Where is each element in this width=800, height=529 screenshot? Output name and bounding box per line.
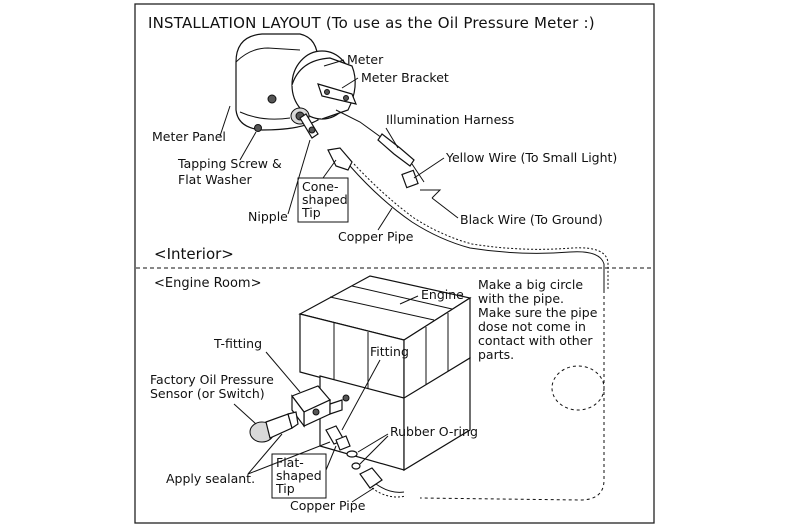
label-note-line1: Make a big circle	[478, 277, 583, 292]
label-meter-panel: Meter Panel	[152, 129, 226, 144]
label-engine: Engine	[421, 287, 464, 302]
label-nipple: Nipple	[248, 209, 288, 224]
label-cone-tip-line2: shaped	[302, 192, 348, 207]
fitting-illustration	[325, 425, 407, 498]
pipe-coil-circle	[551, 365, 605, 411]
t-fitting-illustration	[291, 385, 343, 428]
label-note-line5: contact with other	[478, 333, 593, 348]
meter-bracket-illustration	[317, 83, 357, 105]
label-meter-bracket: Meter Bracket	[361, 70, 449, 85]
label-fitting: Fitting	[370, 344, 409, 359]
section-interior: <Interior>	[154, 245, 234, 263]
diagram-title: INSTALLATION LAYOUT (To use as the Oil P…	[148, 14, 595, 32]
label-cone-tip-line1: Cone-	[302, 179, 339, 194]
oil-pressure-sensor-illustration	[249, 411, 299, 443]
label-flat-tip-line3: Tip	[275, 481, 295, 496]
label-rubber-oring: Rubber O-ring	[390, 424, 478, 439]
label-apply-sealant: Apply sealant.	[166, 471, 255, 486]
label-yellow-wire: Yellow Wire (To Small Light)	[445, 150, 617, 165]
cone-tip-box	[297, 177, 349, 223]
label-note-line4: dose not come in	[478, 319, 586, 334]
section-engine-room: <Engine Room>	[154, 276, 262, 291]
label-black-wire: Black Wire (To Ground)	[460, 212, 603, 227]
label-illumination-harness: Illumination Harness	[386, 112, 514, 127]
label-note-line6: parts.	[478, 347, 514, 362]
label-tapping-screw-line2: Flat Washer	[178, 172, 253, 187]
label-meter: Meter	[347, 52, 384, 67]
nipple-illustration	[299, 113, 319, 139]
label-flat-tip-line2: shaped	[276, 468, 322, 483]
label-copper-pipe-top: Copper Pipe	[338, 229, 414, 244]
copper-pipe-top-illustration	[327, 147, 609, 290]
engine-illustration	[298, 275, 472, 472]
label-t-fitting: T-fitting	[213, 336, 262, 351]
label-sensor-line1: Factory Oil Pressure	[150, 372, 274, 387]
meter-panel-illustration	[235, 33, 319, 132]
label-sensor-line2: Sensor (or Switch)	[150, 386, 265, 401]
label-flat-tip-line1: Flat-	[276, 455, 304, 470]
label-copper-pipe-bottom: Copper Pipe	[290, 498, 366, 513]
copper-pipe-route	[419, 290, 605, 501]
label-note-line3: Make sure the pipe	[478, 305, 598, 320]
label-tapping-screw-line1: Tapping Screw &	[177, 156, 282, 171]
label-note-line2: with the pipe.	[478, 291, 564, 306]
illumination-harness-illustration	[335, 109, 442, 199]
label-cone-tip-line3: Tip	[301, 205, 321, 220]
